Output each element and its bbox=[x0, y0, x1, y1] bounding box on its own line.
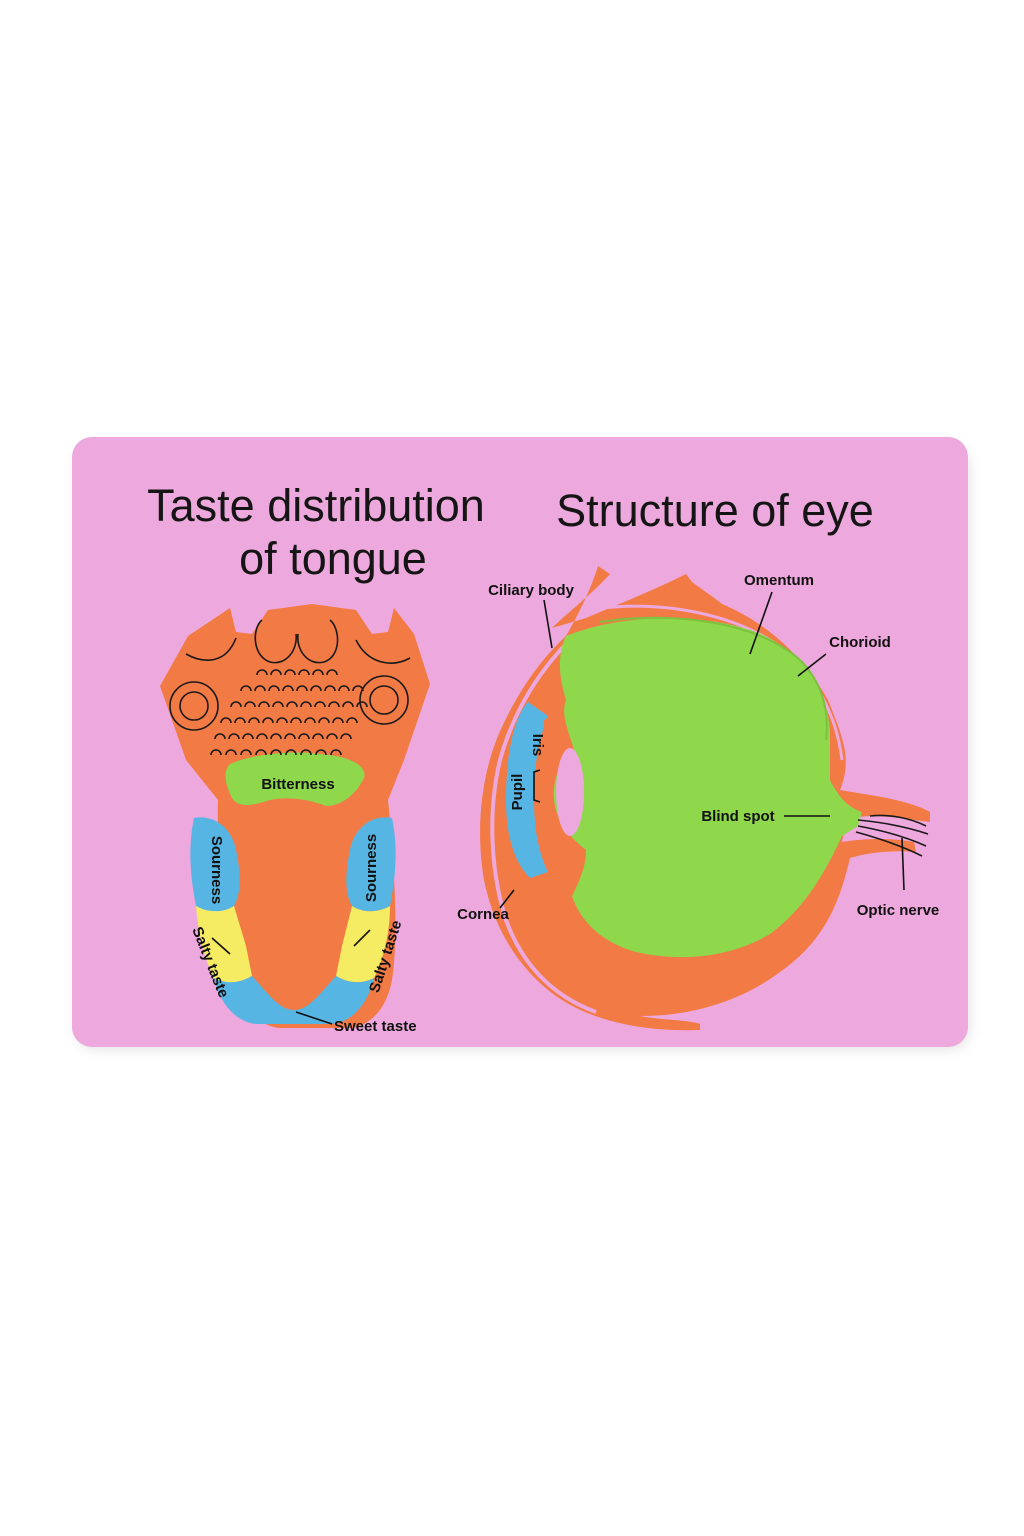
pupil-zone bbox=[506, 702, 548, 878]
papilla-arc bbox=[244, 701, 256, 708]
papilla-arc bbox=[298, 733, 310, 740]
papilla-arc bbox=[220, 717, 232, 724]
foam-board: Bitterness Sourness Sourness Salty taste… bbox=[72, 437, 968, 1047]
iris-zone bbox=[544, 716, 569, 765]
salty-left-leader bbox=[211, 937, 231, 955]
pupil-bracket bbox=[533, 769, 541, 803]
papilla-arc bbox=[225, 749, 237, 756]
papilla-arc bbox=[210, 749, 222, 756]
papilla-arc bbox=[318, 717, 330, 724]
layer-gap-outer bbox=[490, 638, 597, 1014]
papilla-arc bbox=[248, 717, 260, 724]
eye-title: Structure of eye bbox=[556, 485, 874, 536]
papilla-arc bbox=[262, 717, 274, 724]
papilla-arc bbox=[315, 749, 327, 756]
papilla-arc bbox=[228, 733, 240, 740]
papilla-arc bbox=[214, 733, 226, 740]
papilla-arc bbox=[296, 685, 308, 692]
papilla-arc bbox=[310, 685, 322, 692]
papilla-arc bbox=[300, 701, 312, 708]
eye-diagram: Ciliary body Omentum Chorioid Iris Pupil… bbox=[457, 566, 940, 1031]
blind-spot-label: Blind spot bbox=[701, 808, 774, 825]
sourness-left-label: Sourness bbox=[208, 836, 225, 904]
papilla-arc bbox=[332, 717, 344, 724]
papilla-arc bbox=[282, 685, 294, 692]
lens-opening bbox=[556, 748, 584, 836]
pupil-label: Pupil bbox=[509, 774, 526, 811]
papilla-arc bbox=[300, 749, 312, 756]
salty-right-leader bbox=[353, 929, 371, 947]
tongue-line-art bbox=[169, 619, 411, 756]
tongue-title-line2: of tongue bbox=[239, 533, 427, 584]
sweet-label: Sweet taste bbox=[334, 1018, 417, 1035]
omentum-leader bbox=[749, 591, 773, 655]
papilla-arc bbox=[312, 733, 324, 740]
optic-nerve-fibres bbox=[855, 814, 929, 857]
papilla-arc bbox=[270, 749, 282, 756]
papilla-arc bbox=[330, 749, 342, 756]
papilla-arc bbox=[285, 749, 297, 756]
iris-label: Iris bbox=[529, 734, 546, 757]
papilla-arc bbox=[346, 717, 358, 724]
papilla-arc bbox=[234, 717, 246, 724]
cornea-label: Cornea bbox=[457, 906, 509, 923]
chorioid-label: Chorioid bbox=[829, 634, 891, 651]
papilla-arc bbox=[256, 733, 268, 740]
papilla-arc bbox=[258, 701, 270, 708]
papilla-arc bbox=[356, 701, 368, 708]
papilla-arc bbox=[270, 733, 282, 740]
sourness-right-zone bbox=[346, 817, 396, 912]
papilla-arc bbox=[284, 669, 296, 676]
optic-nerve-label: Optic nerve bbox=[857, 902, 940, 919]
papilla-arc bbox=[314, 701, 326, 708]
papilla-arc bbox=[304, 717, 316, 724]
sourness-right-label: Sourness bbox=[363, 834, 380, 902]
papillae-pattern bbox=[210, 669, 368, 756]
cornea-leader bbox=[499, 889, 515, 909]
chorioid-leader bbox=[797, 653, 827, 677]
papilla-arc bbox=[284, 733, 296, 740]
papilla-arc bbox=[326, 669, 338, 676]
papilla-arc bbox=[312, 669, 324, 676]
papilla-arc bbox=[240, 685, 252, 692]
sourness-left-zone bbox=[190, 817, 240, 912]
papilla-arc bbox=[242, 733, 254, 740]
papilla-arc bbox=[254, 685, 266, 692]
sweet-zone bbox=[214, 976, 374, 1024]
papilla-arc bbox=[256, 669, 268, 676]
papilla-arc bbox=[328, 701, 340, 708]
papilla-arc bbox=[230, 701, 242, 708]
optic-nerve-leader bbox=[901, 837, 905, 891]
papilla-arc bbox=[290, 717, 302, 724]
ciliary-body-label: Ciliary body bbox=[488, 582, 575, 599]
papilla-arc bbox=[338, 685, 350, 692]
papilla-arc bbox=[298, 669, 310, 676]
papilla-arc bbox=[340, 733, 352, 740]
ciliary-body-leader bbox=[543, 599, 553, 649]
papilla-arc bbox=[272, 701, 284, 708]
papilla-arc bbox=[255, 749, 267, 756]
tongue-diagram: Bitterness Sourness Sourness Salty taste… bbox=[160, 604, 430, 1035]
papilla-arc bbox=[324, 685, 336, 692]
salty-right-zone bbox=[336, 906, 390, 983]
bitterness-zone bbox=[225, 752, 365, 806]
papilla-arc bbox=[326, 733, 338, 740]
omentum-label: Omentum bbox=[744, 572, 814, 589]
papilla-arc bbox=[342, 701, 354, 708]
papilla-arc bbox=[268, 685, 280, 692]
tongue-title-line1: Taste distribution bbox=[147, 480, 485, 531]
omentum-edge bbox=[599, 616, 828, 741]
vitreous-body bbox=[553, 618, 862, 958]
salty-left-zone bbox=[196, 906, 252, 983]
papilla-arc bbox=[276, 717, 288, 724]
sweet-leader bbox=[295, 1011, 333, 1025]
papilla-arc bbox=[270, 669, 282, 676]
papilla-arc bbox=[352, 685, 364, 692]
bitterness-label: Bitterness bbox=[261, 776, 334, 793]
papilla-arc bbox=[286, 701, 298, 708]
papilla-arc bbox=[240, 749, 252, 756]
